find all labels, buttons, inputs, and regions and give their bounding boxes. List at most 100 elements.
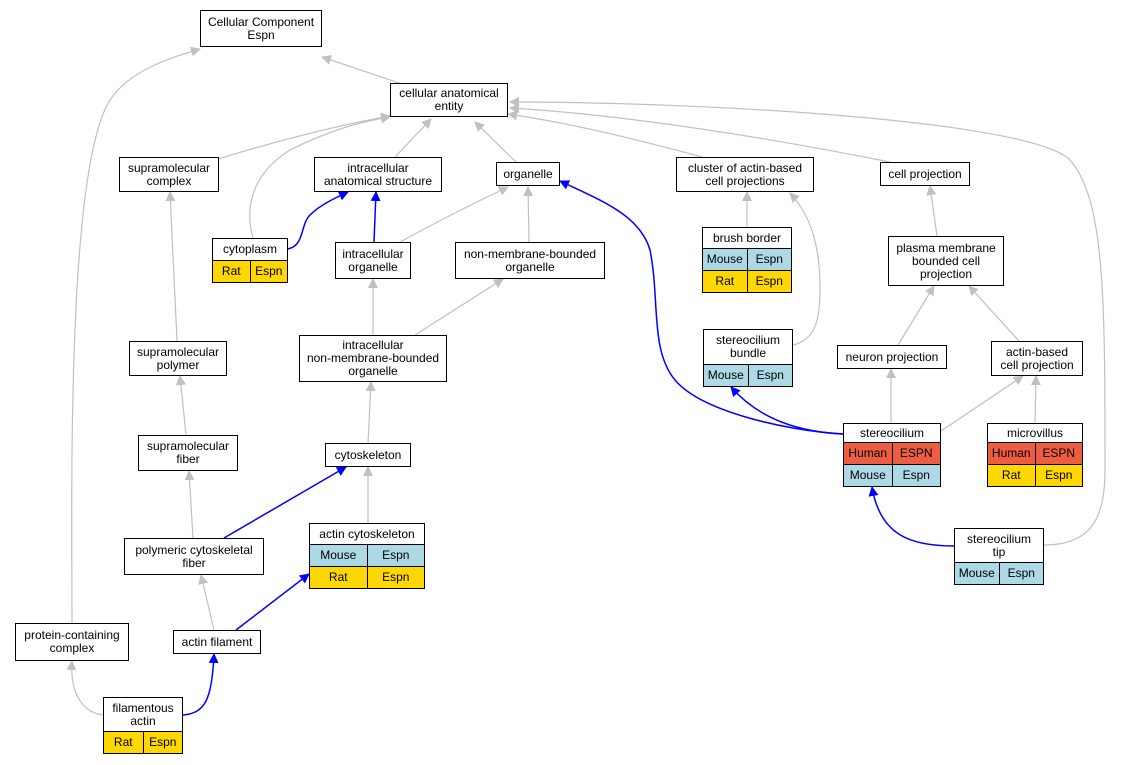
gene-label: Espn	[891, 465, 941, 486]
edge-stereocilium-tip-to-cellular-anatomical-entity	[509, 97, 1106, 546]
species-label: Rat	[1001, 468, 1021, 482]
edge-filamentous-actin-to-protein-containing-complex	[66, 660, 104, 716]
edge-intracellular-organelle-to-organelle	[399, 186, 509, 243]
node-neuron-projection[interactable]: neuron projection	[837, 345, 947, 369]
species-label: Mouse	[849, 468, 886, 482]
node-label: non-membrane-bounded organelle	[463, 246, 597, 274]
node-label: supramolecular complex	[127, 160, 211, 188]
node-label: actin filament	[181, 634, 253, 649]
edge-stereocilium-to-organelle	[559, 180, 844, 435]
gene-label: Espn	[747, 365, 793, 386]
node-label: stereocilium	[859, 425, 925, 440]
edge-stereocilium-to-stereocilium-bundle	[730, 386, 844, 435]
node-supramolecular-complex[interactable]: supramolecular complex	[119, 157, 219, 192]
node-label: intracellular organelle	[342, 246, 404, 274]
node-label: neuron projection	[845, 349, 939, 364]
edge-neuron-projection-to-plasma-membrane-bounded-cell-projection	[897, 285, 935, 346]
node-label: brush border	[712, 230, 782, 245]
node-intracellular-anatomical-structure[interactable]: intracellular anatomical structure	[314, 157, 442, 192]
species-label: Mouse	[958, 566, 995, 580]
node-plasma-membrane-bounded-cell-projection[interactable]: plasma membrane bounded cell projection	[888, 236, 1004, 286]
node-label: cytoplasm	[222, 242, 278, 256]
node-label: stereocilium tip	[966, 531, 1032, 559]
species-label: Mouse	[320, 548, 357, 562]
edge-cytoplasm-to-intracellular-anatomical-structure	[287, 191, 349, 250]
edge-filamentous-actin-to-actin-filament	[182, 653, 219, 716]
node-cellular-component[interactable]: Cellular Component Espn	[200, 10, 322, 47]
node-label: microvillus	[1006, 425, 1063, 440]
annotation-row: Rat Espn	[310, 566, 424, 588]
node-label: actin-based cell projection	[1000, 344, 1074, 372]
node-label: organelle	[503, 166, 553, 181]
node-intracellular-non-membrane-bounded-organelle[interactable]: intracellular non-membrane-bounded organ…	[299, 335, 447, 382]
annotation-row: Mouse Espn	[844, 464, 940, 486]
node-label: cell projection	[888, 166, 962, 181]
node-supramolecular-fiber[interactable]: supramolecular fiber	[138, 435, 238, 471]
node-label: intracellular non-membrane-bounded organ…	[306, 338, 440, 378]
node-cell-projection[interactable]: cell projection	[880, 162, 970, 186]
edge-plasma-membrane-bounded-cell-projection-to-cell-projection	[926, 185, 938, 237]
species-label: Rat	[221, 264, 241, 278]
edge-microvillus-to-actin-based-cell-projection	[1030, 375, 1041, 424]
gene-label: Espn	[746, 249, 792, 270]
edge-non-membrane-bounded-organelle-to-organelle	[523, 186, 534, 243]
node-label: plasma membrane bounded cell projection	[896, 240, 996, 281]
species-label: Mouse	[707, 368, 744, 382]
gene-label: ESPN	[1034, 443, 1083, 464]
species-label: Human	[848, 446, 888, 460]
gene-label: Espn	[746, 271, 792, 292]
edge-cytoskeleton-to-intracellular-non-membrane-bounded-organelle	[365, 381, 376, 444]
edge-organelle-to-cellular-anatomical-entity	[474, 121, 517, 163]
node-organelle[interactable]: organelle	[496, 162, 560, 186]
edge-intracellular-organelle-to-intracellular-anatomical-structure	[370, 191, 381, 243]
edge-actin-filament-to-polymeric-cytoskeletal-fiber	[198, 574, 215, 631]
node-supramolecular-polymer[interactable]: supramolecular polymer	[129, 341, 227, 376]
edge-stereocilium-to-actin-based-cell-projection	[940, 375, 1024, 432]
node-non-membrane-bounded-organelle[interactable]: non-membrane-bounded organelle	[455, 242, 605, 279]
node-protein-containing-complex[interactable]: protein-containing complex	[15, 623, 129, 661]
node-label: supramolecular polymer	[136, 344, 220, 372]
edge-stereocilium-bundle-to-cluster-of-actin-based-cell-projections	[789, 192, 821, 346]
annotation-row: Rat Espn	[988, 464, 1082, 486]
edge-intracellular-anatomical-structure-to-cellular-anatomical-entity	[394, 118, 432, 158]
gene-label: Espn	[1034, 465, 1083, 486]
gene-label: Espn	[142, 732, 183, 753]
node-cellular-anatomical-entity[interactable]: cellular anatomical entity	[390, 83, 508, 117]
node-cluster-of-actin-based-cell-projections[interactable]: cluster of actin-based cell projections	[676, 157, 814, 192]
node-cytoskeleton[interactable]: cytoskeleton	[325, 443, 411, 467]
gene-label: Espn	[366, 567, 425, 588]
node-label: Cellular Component Espn	[207, 14, 315, 42]
edge-intracellular-non-membrane-bounded-organelle-to-non-membrane-bounded-organelle	[414, 278, 504, 336]
node-actin-filament[interactable]: actin filament	[173, 630, 261, 654]
node-label: filamentous actin	[112, 700, 174, 728]
node-label: protein-containing complex	[24, 628, 120, 655]
node-label: cluster of actin-based cell projections	[687, 160, 803, 188]
node-label: actin cytoskeleton	[319, 526, 415, 541]
node-label: cellular anatomical entity	[399, 86, 499, 113]
node-polymeric-cytoskeletal-fiber[interactable]: polymeric cytoskeletal fiber	[124, 538, 264, 575]
edge-polymeric-cytoskeletal-fiber-to-supramolecular-fiber	[184, 470, 195, 539]
node-label: cytoskeleton	[334, 447, 402, 462]
edge-supramolecular-complex-to-cellular-anatomical-entity	[217, 112, 391, 160]
edge-polymeric-cytoskeletal-fiber-to-cytoskeleton	[223, 466, 347, 539]
node-label: supramolecular fiber	[146, 439, 230, 466]
edge-cellular-anatomical-entity-to-cellular-component	[321, 55, 403, 85]
species-label: Rat	[328, 570, 348, 584]
edge-cell-projection-to-cellular-anatomical-entity	[509, 103, 891, 163]
node-actin-based-cell-projection[interactable]: actin-based cell projection	[991, 341, 1083, 376]
node-label: intracellular anatomical structure	[323, 160, 433, 188]
edge-actin-filament-to-actin-cytoskeleton	[235, 573, 310, 631]
node-intracellular-organelle[interactable]: intracellular organelle	[335, 242, 411, 279]
